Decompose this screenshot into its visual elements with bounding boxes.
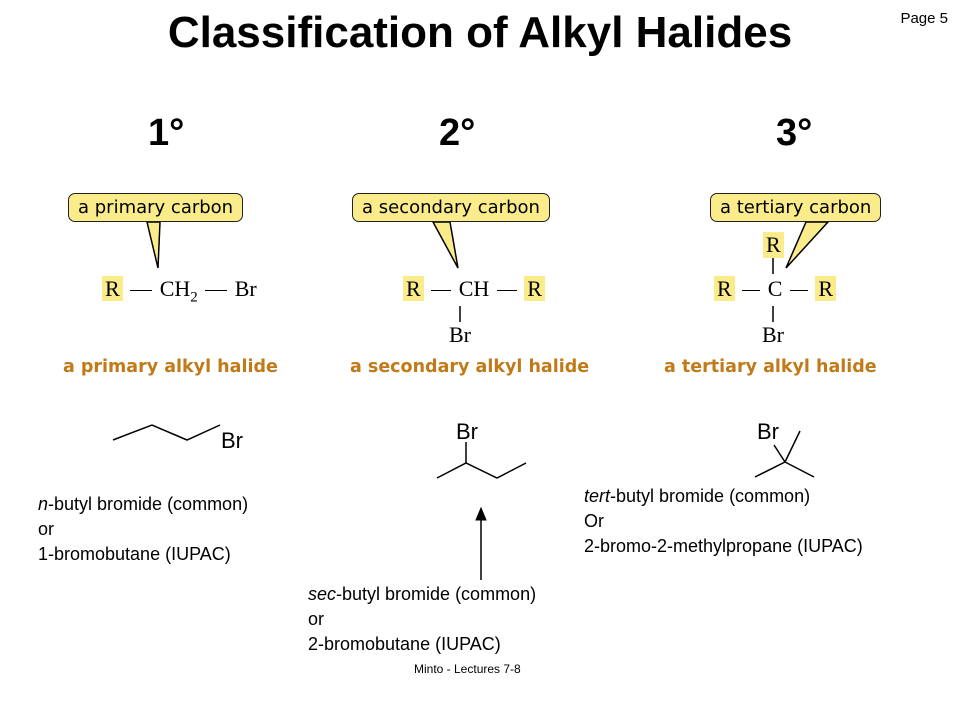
r-group-right: R bbox=[524, 276, 545, 301]
callout-secondary-carbon: a secondary carbon bbox=[352, 193, 550, 222]
bond bbox=[130, 290, 153, 292]
names-tertiary: tert-butyl bromide (common) Or 2-bromo-2… bbox=[584, 484, 863, 559]
formula-primary: R CH2 Br bbox=[102, 276, 257, 306]
r-group: R bbox=[102, 276, 123, 301]
r-group-left: R bbox=[714, 276, 735, 301]
bond bbox=[742, 290, 761, 292]
or-text: Or bbox=[584, 511, 604, 531]
names-primary: n-butyl bromide (common) or 1-bromobutan… bbox=[38, 492, 248, 567]
bond-vertical-top bbox=[772, 258, 774, 274]
r-group-top: R bbox=[763, 232, 784, 258]
formula-secondary: R CH R bbox=[403, 276, 545, 302]
bond bbox=[789, 290, 808, 292]
bond bbox=[496, 290, 517, 292]
degree-tertiary: 3° bbox=[776, 112, 813, 154]
skeleton-br-primary: Br bbox=[221, 428, 243, 453]
carbon-ch: CH bbox=[458, 276, 490, 301]
degree-secondary: 2° bbox=[439, 112, 476, 154]
callout-tertiary-carbon: a tertiary carbon bbox=[710, 193, 882, 222]
degree-primary: 1° bbox=[148, 112, 185, 154]
common-name: n-butyl bromide (common) bbox=[38, 494, 249, 514]
bond-vertical bbox=[459, 306, 461, 322]
label-primary-alkyl-halide: a primary alkyl halide bbox=[63, 357, 278, 377]
skeleton-br-secondary: Br bbox=[456, 419, 478, 444]
bromine-tertiary: Br bbox=[762, 322, 784, 347]
carbon-ch2: CH2 bbox=[159, 276, 198, 306]
r-group-right: R bbox=[815, 276, 837, 301]
page-number: Page 5 bbox=[900, 10, 948, 27]
formula-tertiary: R C R bbox=[714, 276, 837, 302]
label-tertiary-alkyl-halide: a tertiary alkyl halide bbox=[664, 357, 877, 377]
label-secondary-alkyl-halide: a secondary alkyl halide bbox=[350, 357, 590, 377]
callout-primary-carbon: a primary carbon bbox=[68, 193, 244, 222]
slide-title: Classification of Alkyl Halides bbox=[167, 8, 793, 57]
names-secondary: sec-butyl bromide (common) or 2-bromobut… bbox=[308, 582, 536, 657]
bromine-secondary: Br bbox=[449, 322, 471, 347]
bromine: Br bbox=[234, 276, 257, 301]
skeleton-br-tertiary: Br bbox=[757, 419, 779, 444]
bond-vertical-bottom bbox=[772, 306, 774, 322]
r-group-left: R bbox=[403, 276, 424, 301]
or-text: or bbox=[308, 609, 325, 629]
common-name: sec-butyl bromide (common) bbox=[308, 584, 537, 604]
slide-footer: Minto - Lectures 7-8 bbox=[414, 662, 521, 676]
iupac-name: 2-bromo-2-methylpropane (IUPAC) bbox=[584, 536, 863, 556]
iupac-name: 2-bromobutane (IUPAC) bbox=[308, 634, 501, 654]
or-text: or bbox=[38, 519, 55, 539]
bond bbox=[205, 290, 228, 292]
iupac-name: 1-bromobutane (IUPAC) bbox=[38, 544, 231, 564]
common-name: tert-butyl bromide (common) bbox=[584, 486, 811, 506]
bond bbox=[431, 290, 452, 292]
carbon-c: C bbox=[767, 276, 783, 301]
